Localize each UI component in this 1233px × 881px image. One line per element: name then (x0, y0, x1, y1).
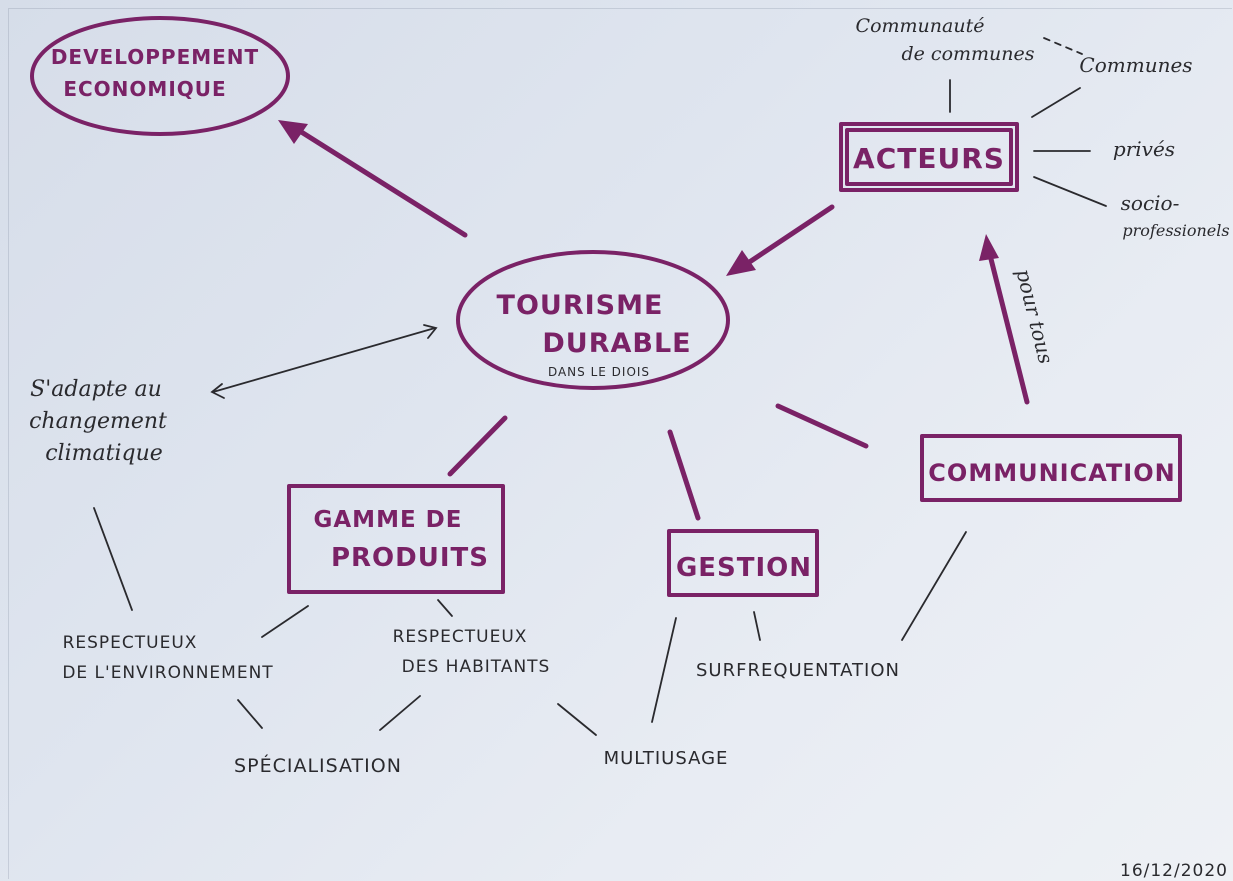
communication-box (920, 434, 1182, 502)
arrowhead-center (726, 250, 756, 276)
double-arrow-climat-center (212, 327, 436, 393)
arrow-communication-to-acteurs (987, 252, 1030, 405)
climat-line1: S'adapte au (30, 377, 162, 402)
dashed-communaute-communes (1043, 37, 1083, 55)
line-acteurs-socio (1033, 176, 1107, 207)
acteurs-communaute-line2: de communes (901, 43, 1034, 65)
arrowhead-developpement (278, 120, 308, 144)
line-gestion-surf (753, 611, 761, 641)
line-center-gamme (447, 415, 508, 477)
acteurs-communes: Communes (1079, 53, 1192, 77)
respenv-line1: RESPECTUEUX (63, 633, 198, 653)
climat-line2: changement (29, 409, 167, 434)
arrowhead-acteurs (979, 234, 999, 261)
resphab-line1: RESPECTUEUX (393, 627, 528, 647)
resphab-line2: DES HABITANTS (402, 657, 551, 677)
line-center-gestion (667, 429, 701, 521)
gamme-box (287, 484, 505, 594)
respenv-line2: DE L'ENVIRONNEMENT (62, 663, 273, 683)
communication-label: COMMUNICATION (928, 459, 1175, 487)
line-climat-respenv (93, 507, 133, 611)
line-resphab-multi (557, 703, 597, 736)
sheet-edge (8, 8, 1232, 879)
center-line2: DURABLE (542, 328, 691, 359)
pour-tous-label: pour tous (1011, 266, 1058, 366)
tourisme-durable-bubble (456, 250, 730, 390)
line-resphab-special (379, 695, 421, 731)
specialisation-label: SPÉCIALISATION (234, 754, 402, 777)
line-communication-surf (901, 531, 967, 641)
acteurs-label: ACTEURS (853, 142, 1005, 175)
arrowhead-climat (210, 383, 225, 399)
line-center-communication (775, 403, 869, 449)
line-respenv-special (237, 699, 263, 729)
arrow-acteurs-to-center (742, 204, 835, 268)
acteurs-socio-line1: socio- (1121, 191, 1180, 215)
center-line1: TOURISME (497, 290, 664, 321)
arrow-to-developpement (292, 125, 468, 238)
gestion-label: GESTION (676, 553, 812, 583)
gamme-line2: PRODUITS (331, 543, 489, 573)
line-gamme-respenv (261, 605, 309, 638)
acteurs-communaute-line1: Communauté (856, 15, 985, 37)
acteurs-socio-line2: professionels (1122, 221, 1229, 240)
developpement-line2: ECONOMIQUE (63, 77, 226, 101)
acteurs-box (839, 122, 1019, 192)
developpement-bubble (30, 16, 290, 136)
date-label: 16/12/2020 (1120, 861, 1228, 881)
climat-line3: climatique (45, 441, 163, 466)
line-acteurs-communes (1031, 87, 1081, 118)
acteurs-prives: privés (1113, 137, 1175, 161)
line-gestion-multi (651, 617, 677, 723)
line-gamme-resphab (437, 599, 453, 617)
gamme-line1: GAMME DE (314, 507, 463, 533)
developpement-line1: DEVELOPPEMENT (51, 45, 259, 69)
multiusage-label: MULTIUSAGE (604, 748, 729, 769)
surfrequentation-label: SURFREQUENTATION (696, 660, 900, 681)
acteurs-box-inner (845, 128, 1013, 186)
center-subtitle: DANS LE DIOIS (548, 365, 650, 379)
gestion-box (667, 529, 819, 597)
arrowhead-center-climat (423, 324, 438, 339)
